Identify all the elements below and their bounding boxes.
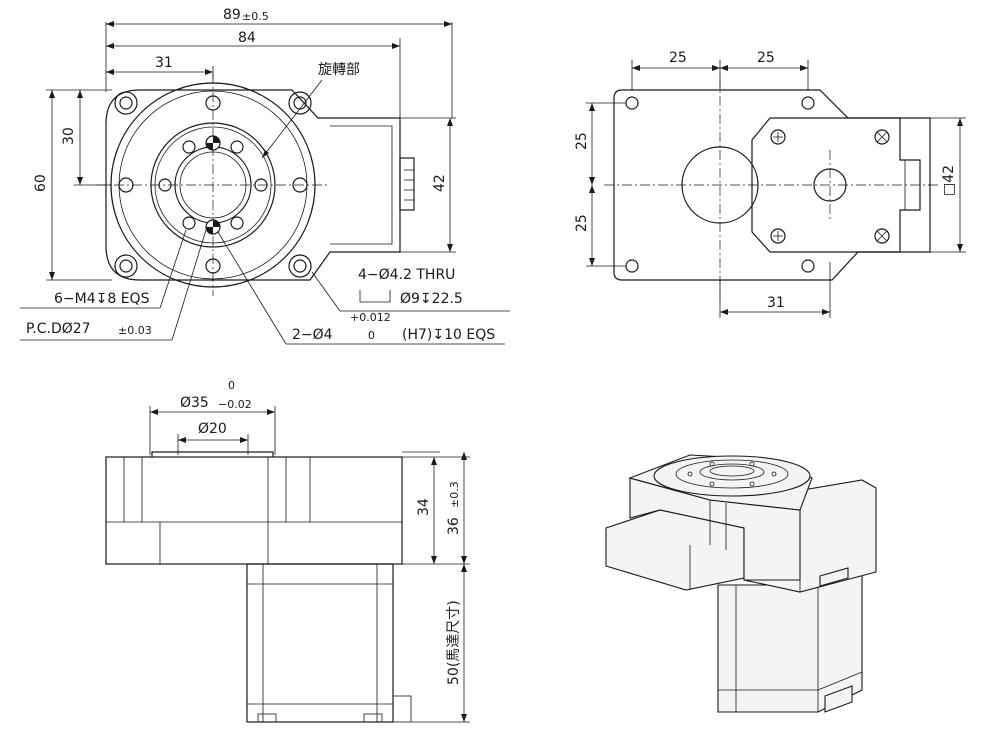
dim-bottom-bottom-y: 25 (574, 214, 590, 232)
outer-tol-upper: 0 (228, 379, 235, 392)
tapped-hole-label: 6−M4↧8 EQS (54, 291, 150, 307)
thru-hole-label: 4−Ø4.2 THRU (358, 267, 455, 283)
dim-30: 30 (61, 127, 77, 145)
dim-bottom-right-x: 25 (757, 50, 775, 66)
pin-tol-lower: 0 (368, 329, 375, 342)
dim-89: 89 (223, 7, 241, 23)
mounting-holes (114, 91, 312, 278)
counterbore-label: Ø9↧22.5 (400, 291, 463, 307)
pin-holes-label: 2−Ø4 (292, 327, 333, 343)
motor-screws (770, 129, 890, 244)
pin-holes (205, 135, 221, 235)
outer-diameter: Ø35 (180, 395, 209, 411)
height-overall: 36 (446, 517, 462, 535)
dim-bottom-left-x: 25 (669, 50, 687, 66)
inner-diameter: Ø20 (198, 421, 227, 437)
side-motor (246, 563, 394, 723)
dim-42: 42 (432, 174, 448, 192)
rotating-part-label: 旋轉部 (318, 62, 360, 78)
dim-89-tol: ±0.5 (242, 10, 269, 23)
bottom-view: 25 25 25 25 □42 (574, 50, 966, 318)
motor-square-dim: □42 (941, 165, 957, 196)
motor-offset-dim: 31 (767, 295, 785, 311)
top-view: 89 ±0.5 84 31 60 30 42 (20, 7, 510, 345)
side-housing (105, 456, 403, 565)
height-body: 34 (416, 498, 432, 516)
bottom-holes (625, 96, 815, 273)
pin-tol-upper: +0.012 (350, 311, 391, 324)
tapped-holes (158, 140, 268, 230)
connector (399, 157, 415, 211)
pcd-label: P.C.DØ27 (26, 321, 91, 337)
pcd-tol: ±0.03 (118, 324, 152, 337)
dim-60: 60 (33, 174, 49, 192)
outer-tol-lower: −0.02 (218, 398, 252, 411)
pin-fit-label: (H7)↧10 EQS (402, 327, 495, 343)
dim-31: 31 (155, 55, 173, 71)
dim-84: 84 (238, 30, 256, 46)
output-flange (151, 451, 274, 457)
motor-plate (751, 117, 921, 253)
side-view: 0 Ø35 −0.02 Ø20 34 36 (105, 379, 470, 723)
iso-motor-connector (824, 685, 853, 713)
motor-length: 50(馬達尺寸) (446, 600, 462, 685)
dim-bottom-top-y: 25 (574, 132, 590, 150)
height-tol: ±0.3 (448, 481, 461, 508)
isometric-view (605, 454, 877, 713)
body-holes (118, 95, 308, 274)
